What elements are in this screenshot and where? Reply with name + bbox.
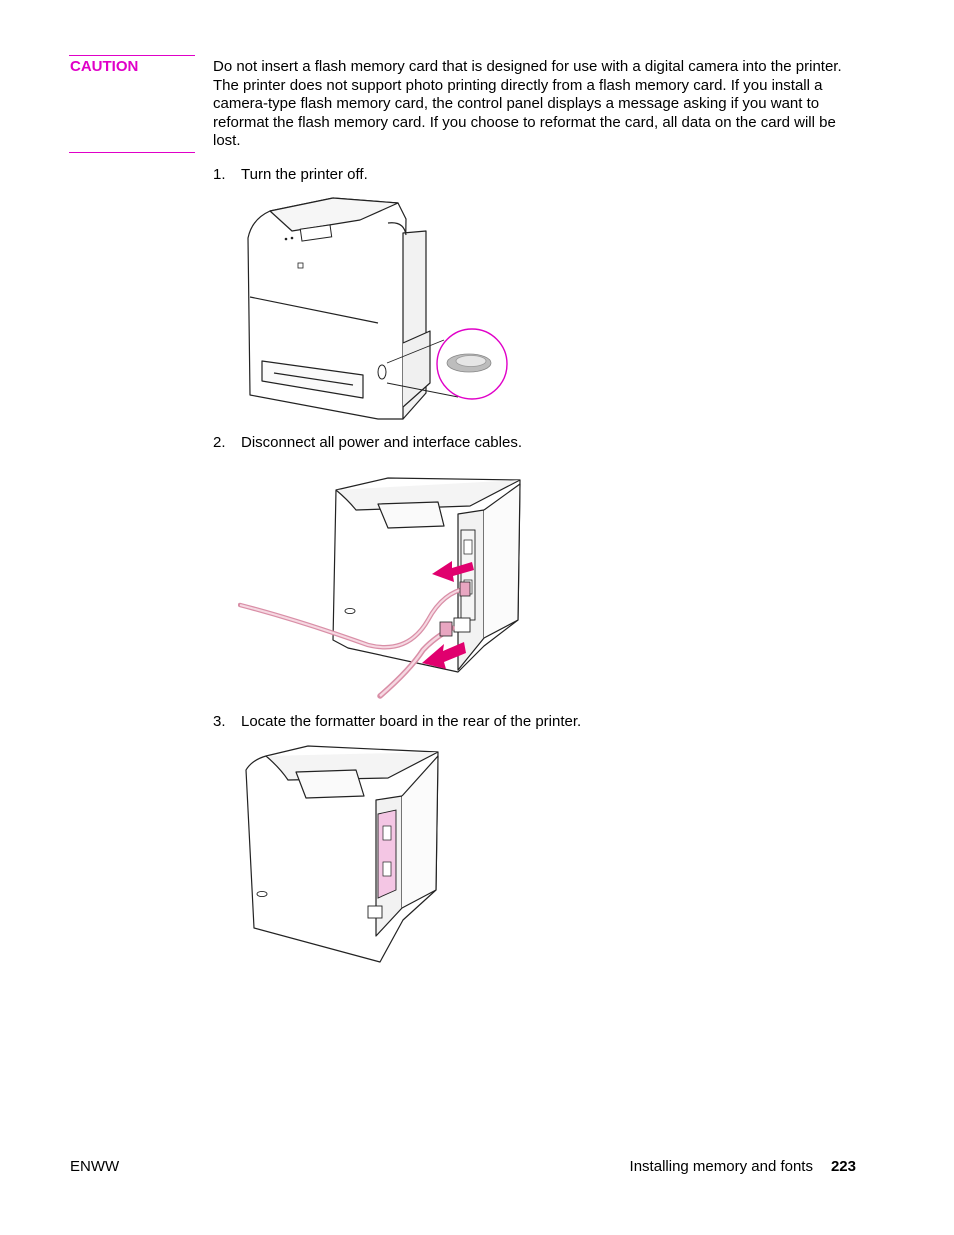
step-3: 3. Locate the formatter board in the rear… bbox=[213, 713, 581, 731]
printer-rear-cables-illustration bbox=[238, 477, 521, 699]
caution-bottom-rule bbox=[69, 152, 195, 153]
printer-front-illustration bbox=[247, 197, 508, 420]
footer-section-title: Installing memory and fonts bbox=[629, 1158, 813, 1175]
step-text: Disconnect all power and interface cable… bbox=[241, 434, 522, 451]
step-number: 3. bbox=[213, 713, 226, 730]
footer-left: ENWW bbox=[70, 1158, 120, 1175]
caution-label: CAUTION bbox=[70, 58, 139, 75]
caution-top-rule bbox=[69, 55, 195, 56]
step-text: Locate the formatter board in the rear o… bbox=[241, 713, 582, 730]
footer-right: Installing memory and fonts 223 bbox=[630, 1158, 856, 1175]
page-number: 223 bbox=[830, 1158, 856, 1175]
step-2: 2. Disconnect all power and interface cab… bbox=[213, 434, 522, 452]
step-number: 2. bbox=[213, 434, 226, 451]
step-text: Turn the printer off. bbox=[241, 166, 368, 183]
step-1: 1. Turn the printer off. bbox=[213, 166, 368, 184]
step-number: 1. bbox=[213, 166, 226, 183]
caution-text: Do not insert a flash memory card that i… bbox=[213, 58, 842, 149]
printer-rear-formatter-illustration bbox=[245, 745, 439, 963]
